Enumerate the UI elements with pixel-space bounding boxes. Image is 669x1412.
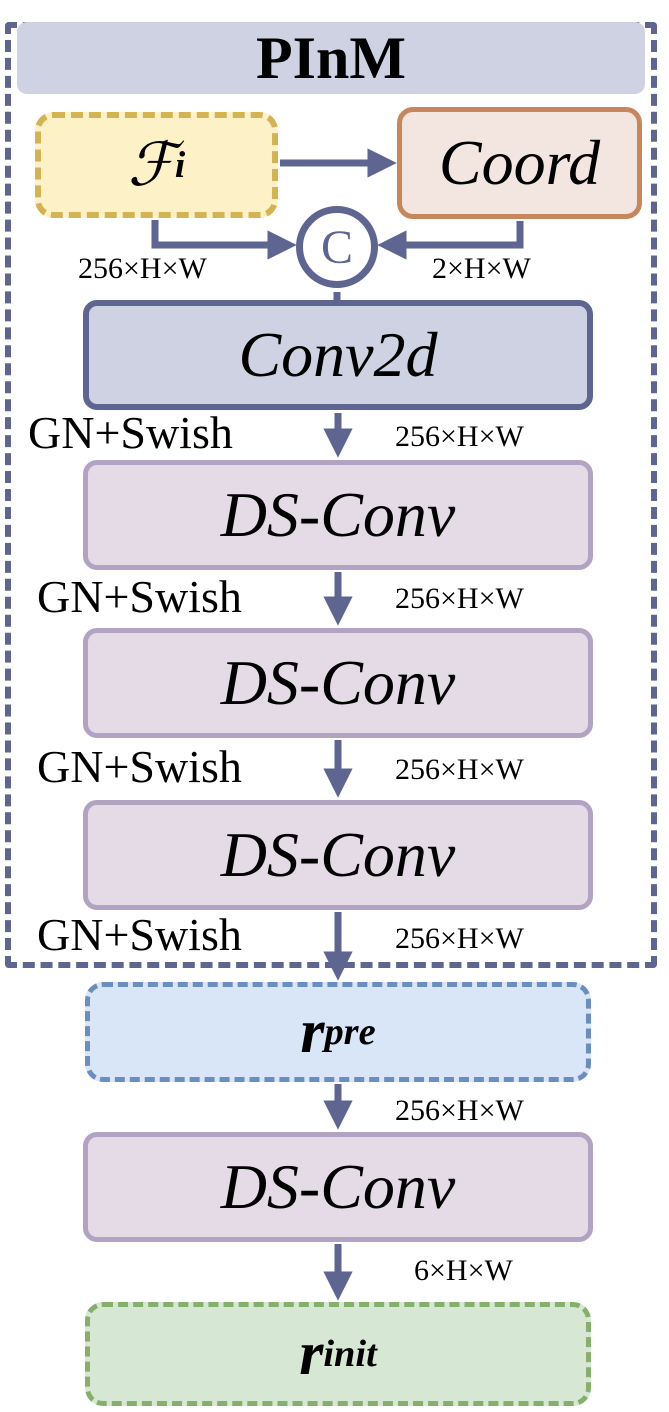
ds-conv-node-3: DS-Conv — [83, 800, 593, 910]
gn-swish-label-3: GN+Swish — [37, 741, 242, 792]
gn-swish-label-1: GN+Swish — [28, 407, 233, 458]
ds-conv-node-2: DS-Conv — [83, 628, 593, 738]
gn-swish-label-2: GN+Swish — [37, 571, 242, 622]
f-i-symbol: ℱ — [127, 132, 175, 198]
arrow-coord-to-concat — [377, 221, 524, 260]
ds-conv-node-1: DS-Conv — [83, 460, 593, 570]
gn-swish-label-4: GN+Swish — [37, 909, 242, 960]
concat-icon: C — [296, 206, 378, 288]
dim-label-f-input: 256×H×W — [78, 252, 207, 285]
coord-node: Coord — [397, 107, 642, 219]
dim-label-5: 256×H×W — [395, 1094, 524, 1127]
dim-label-2: 256×H×W — [395, 582, 524, 615]
module-title: PInM — [17, 22, 645, 94]
r-pre-subscript: pre — [324, 1011, 376, 1053]
dim-label-coord-input: 2×H×W — [432, 252, 531, 285]
dim-label-4: 256×H×W — [395, 922, 524, 955]
f-i-subscript: i — [174, 144, 186, 186]
arrow-f-to-concat — [151, 220, 297, 260]
conv2d-node: Conv2d — [83, 300, 593, 410]
r-init-subscript: init — [323, 1333, 377, 1375]
r-init-symbol: r — [299, 1319, 324, 1388]
dim-label-6: 6×H×W — [414, 1254, 513, 1287]
dim-label-3: 256×H×W — [395, 753, 524, 786]
r-pre-symbol: r — [300, 997, 325, 1066]
ds-conv-node-4: DS-Conv — [83, 1132, 593, 1242]
dim-label-1: 256×H×W — [395, 420, 524, 453]
